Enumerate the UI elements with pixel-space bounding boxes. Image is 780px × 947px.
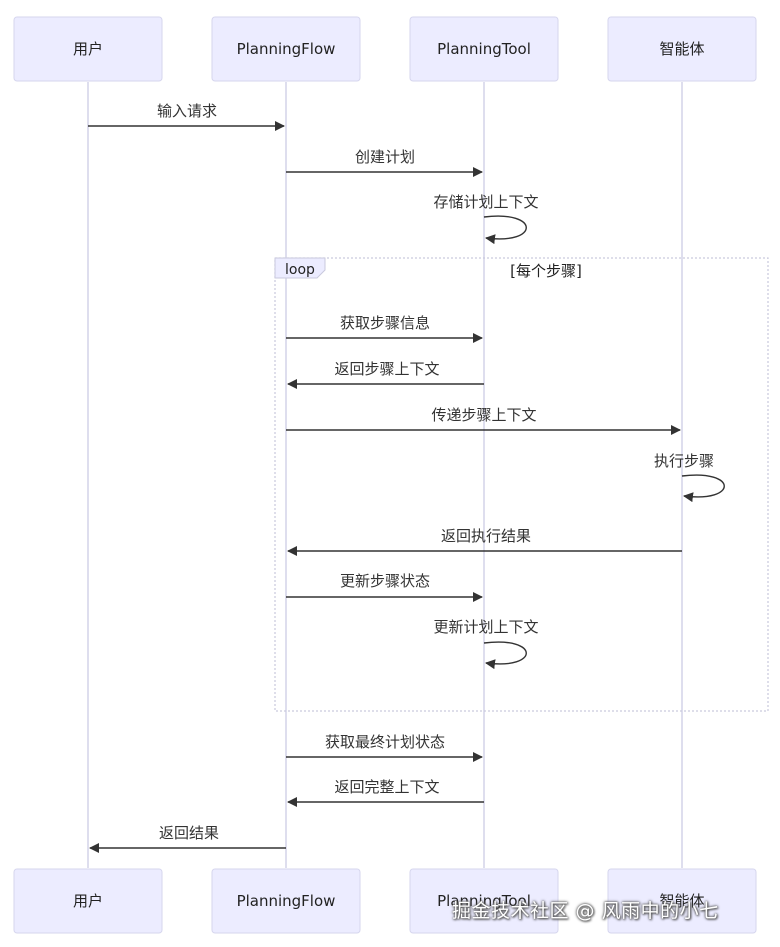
message-label: 返回执行结果 xyxy=(441,527,531,545)
actor-bottom-planningtool: PlanningTool xyxy=(409,868,559,934)
actor-top-label-agent: 智能体 xyxy=(659,40,704,58)
self-loop-arrow xyxy=(483,215,527,245)
actor-top-user: 用户 xyxy=(13,16,163,82)
actor-bottom-label-planningflow: PlanningFlow xyxy=(237,892,336,910)
self-loop-arrow xyxy=(681,474,725,503)
message-execute-step: 执行步骤 xyxy=(654,452,725,503)
loop-tab xyxy=(274,257,326,279)
message-label: 传递步骤上下文 xyxy=(431,406,536,424)
actor-top-planningtool: PlanningTool xyxy=(409,16,559,82)
actor-bottom-label-agent: 智能体 xyxy=(659,892,704,910)
message-get-step-info: 获取步骤信息 xyxy=(286,314,483,343)
message-label: 返回完整上下文 xyxy=(334,778,439,796)
actor-bottom-label-user: 用户 xyxy=(73,892,103,910)
message-return-execution-result: 返回执行结果 xyxy=(287,527,682,556)
message-update-step-status: 更新步骤状态 xyxy=(286,572,483,602)
message-label: 返回结果 xyxy=(159,824,219,842)
message-pass-step-context: 传递步骤上下文 xyxy=(286,406,681,435)
message-label: 执行步骤 xyxy=(654,452,714,470)
message-label: 获取最终计划状态 xyxy=(325,733,445,751)
message-label: 更新步骤状态 xyxy=(340,572,430,590)
message-label: 创建计划 xyxy=(355,148,415,166)
message-update-plan-context: 更新计划上下文 xyxy=(433,618,539,670)
loop-frame: loop [每个步骤] xyxy=(274,257,769,712)
message-label: 存储计划上下文 xyxy=(433,193,538,211)
message-input-request: 输入请求 xyxy=(88,102,285,131)
actor-top-label-planningtool: PlanningTool xyxy=(437,40,531,58)
message-label: 更新计划上下文 xyxy=(433,618,538,636)
message-label: 返回步骤上下文 xyxy=(334,360,439,378)
message-return-result: 返回结果 xyxy=(89,824,286,853)
actor-top-agent: 智能体 xyxy=(607,16,757,82)
actor-top-planningflow: PlanningFlow xyxy=(211,16,361,82)
actor-bottom-planningflow: PlanningFlow xyxy=(211,868,361,934)
message-get-final-plan-status: 获取最终计划状态 xyxy=(286,733,483,762)
message-return-step-context: 返回步骤上下文 xyxy=(287,360,484,389)
loop-condition: [每个步骤] xyxy=(510,262,582,280)
message-store-plan-context: 存储计划上下文 xyxy=(433,193,539,245)
actor-top-label-planningflow: PlanningFlow xyxy=(237,40,336,58)
message-return-full-context: 返回完整上下文 xyxy=(287,778,484,807)
message-label: 输入请求 xyxy=(157,102,217,120)
self-loop-arrow xyxy=(483,641,527,670)
watermark: 掘金技术社区 @ 风雨中的小七 xyxy=(452,900,719,922)
actor-bottom-label-planningtool: PlanningTool xyxy=(437,892,531,910)
loop-box xyxy=(274,257,769,712)
loop-keyword: loop xyxy=(285,262,315,278)
actor-bottom-user: 用户 xyxy=(13,868,163,934)
actor-top-label-user: 用户 xyxy=(73,40,103,58)
message-label: 获取步骤信息 xyxy=(340,314,430,332)
actor-bottom-agent: 智能体 xyxy=(607,868,757,934)
message-create-plan: 创建计划 xyxy=(286,148,483,177)
